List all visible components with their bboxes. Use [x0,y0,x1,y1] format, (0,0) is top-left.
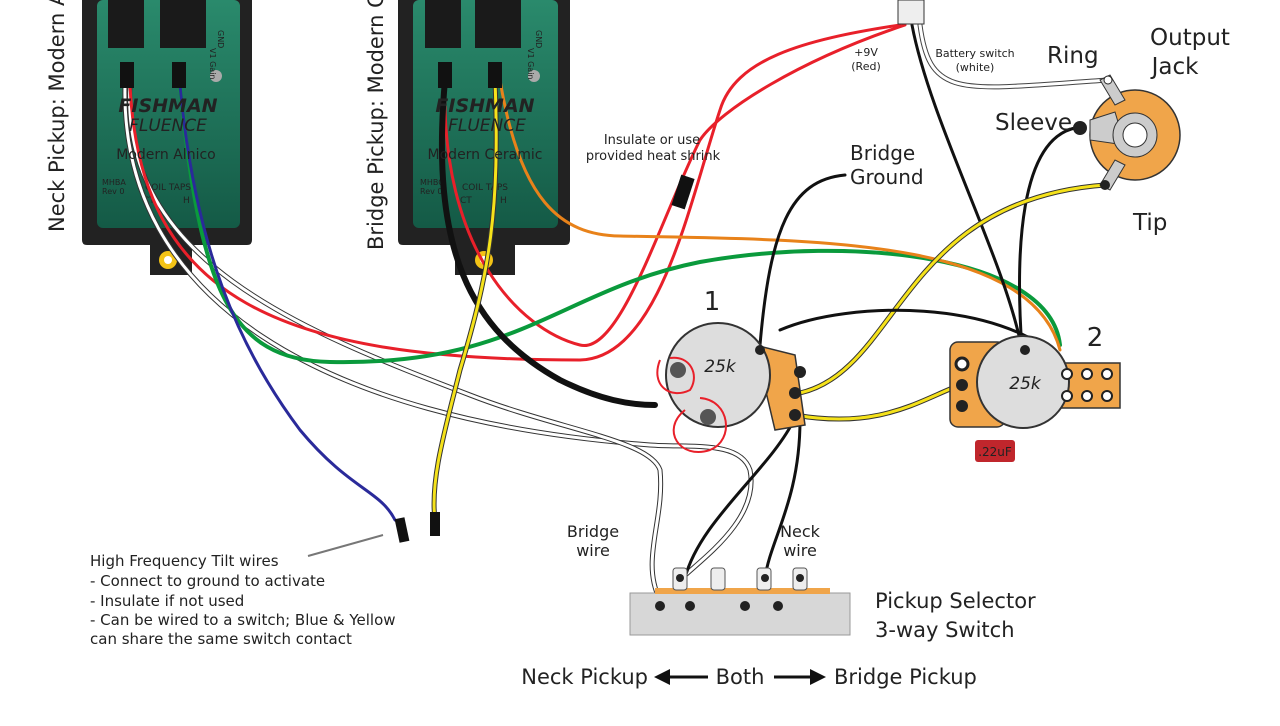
insulate-label-2: provided heat shrink [586,149,721,164]
hf-tilt-title: High Frequency Tilt wires [90,552,279,570]
pot-2[interactable]: 25k .22uF [949,335,1121,462]
wire-connector [488,62,502,88]
pot-value: 25k [704,357,737,377]
bridge-wire-label-2: wire [576,541,610,560]
coil-taps-label: COIL TAPS [145,183,191,193]
wires [122,22,1111,603]
hf-tilt-note: - Connect to ground to activate [90,572,325,590]
ct-label: CT [460,196,472,206]
ring-label: Ring [1047,43,1099,69]
white-label: (white) [956,61,995,74]
bridge-position-label: Bridge Pickup [834,665,977,689]
hf-tilt-note: - Insulate if not used [90,592,244,610]
neck-position-label: Neck Pickup [521,665,648,689]
neck-pickup: MHBA Rev 0 COIL TAPS CT H GND V1 Gain [82,0,252,275]
ct-label: CT [143,196,155,206]
pickup-code: MHBC [420,178,444,187]
arrow-left-icon [654,669,708,685]
insulate-label: Insulate or use [604,133,700,148]
bridge-pickup-label: Bridge Pickup: Modern C [364,0,388,250]
pickup-model: Modern Ceramic [428,147,543,163]
pickup-rev: Rev 0 [420,187,443,196]
output-jack[interactable] [1073,74,1181,191]
pickup-code: MHBA [102,178,126,187]
v1-gain-label: V1 Gain [208,48,217,80]
wire-connector [438,62,452,88]
both-position-label: Both [716,665,765,689]
battery-connector [897,0,925,25]
pot-value: 25k [1009,374,1042,394]
h-label: H [183,196,190,206]
red-label: (Red) [851,60,880,73]
brand-logo: FISHMAN [435,95,534,117]
bridge-ground-label: Bridge [850,141,915,165]
sleeve-label: Sleeve [995,110,1072,136]
pot-1-number: 1 [704,287,721,317]
bridge-ground-label-2: Ground [850,165,924,189]
sub-brand: FLUENCE [129,116,207,136]
pickup-rev: Rev 0 [102,187,125,196]
heat-shrink [671,174,695,210]
neck-wire-label-2: wire [783,541,817,560]
sub-brand: FLUENCE [448,116,526,136]
labels: +9V (Red) Battery switch (white) Insulat… [90,25,1230,689]
wire-connector [172,62,186,88]
output-jack-title: Output [1150,25,1230,51]
yellow-wire-end [430,512,440,536]
gnd-label: GND [534,30,543,48]
capacitor [975,440,1015,462]
neck-pickup-label: Neck Pickup: Modern A [45,0,69,232]
pickup-selector-switch[interactable] [629,567,851,636]
pickup-logo-text: FISHMAN FLUENCE Modern Alnico FISHMAN FL… [116,95,542,163]
plus9v-label: +9V [854,46,878,59]
battery-switch-label: Battery switch [935,47,1014,60]
neck-wire-label: Neck [780,522,821,541]
pot-2-number: 2 [1087,323,1104,353]
pot-1[interactable]: 25k [656,322,806,453]
output-jack-title-2: Jack [1150,54,1200,80]
hf-tilt-note: - Can be wired to a switch; Blue & Yello… [90,611,396,629]
pickup-model: Modern Alnico [116,147,215,163]
tip-label: Tip [1132,210,1167,236]
switch-title-2: 3-way Switch [875,618,1015,642]
switch-title: Pickup Selector [875,589,1036,613]
blue-wire-end [394,517,410,543]
coil-taps-label: COIL TAPS [462,183,508,193]
wire-connector [120,62,134,88]
h-label: H [500,196,507,206]
v1-gain-label: V1 Gain [526,48,535,80]
capacitor-label: .22uF [978,445,1012,459]
hf-tilt-note: can share the same switch contact [90,630,352,648]
bridge-wire-label: Bridge [567,522,619,541]
pointer-line [307,534,384,557]
gnd-label: GND [216,30,225,48]
bridge-pickup: MHBC Rev 0 COIL TAPS CT H GND V1 Gain [398,0,570,275]
arrow-right-icon [774,669,826,685]
brand-logo: FISHMAN [118,95,217,117]
